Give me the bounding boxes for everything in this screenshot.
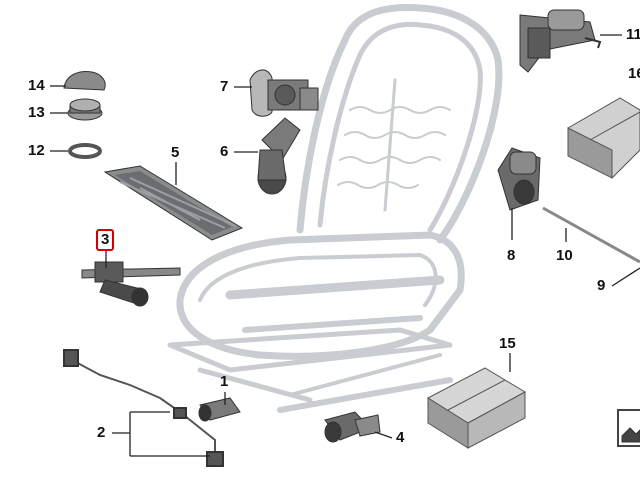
side-motor-part-8 — [497, 147, 541, 211]
kit-box-part-15 — [426, 367, 527, 449]
callout-5: 5 — [171, 144, 180, 161]
housing-part-13 — [67, 98, 103, 121]
callout-1: 1 — [220, 373, 229, 390]
leader-2 — [112, 411, 210, 457]
callout-8: 8 — [507, 247, 516, 264]
height-drive-part-3 — [81, 261, 181, 307]
leader-4 — [374, 431, 393, 439]
ring-part-12 — [68, 143, 102, 159]
recliner-part-7 — [249, 69, 319, 117]
callout-13: 13 — [28, 104, 45, 121]
doc-icon — [617, 409, 640, 447]
callout-6: 6 — [220, 143, 229, 160]
kit-box-part-16 — [567, 97, 640, 179]
callout-10: 10 — [556, 247, 573, 264]
fore-aft-drive-part-4 — [324, 411, 381, 443]
leader-lines — [50, 34, 640, 457]
callout-12: 12 — [28, 142, 45, 159]
callout-3: 3 — [96, 229, 115, 251]
small-motor-part-1 — [198, 397, 241, 422]
seat-frame — [167, 3, 503, 413]
callout-2: 2 — [97, 424, 106, 441]
backrest-drive-part-6 — [257, 117, 301, 195]
parts — [63, 9, 640, 467]
callout-4: 4 — [396, 429, 405, 446]
callout-9: 9 — [597, 277, 606, 294]
seat-pan-part-5 — [103, 165, 244, 241]
callout-15: 15 — [499, 335, 516, 352]
headrest-drive-part-11 — [519, 9, 602, 73]
rod-part-10 — [542, 206, 640, 264]
cap-part-14 — [63, 71, 106, 91]
callout-7: 7 — [220, 78, 229, 95]
leader-9 — [611, 267, 640, 287]
harness-part-2 — [63, 349, 224, 467]
callout-11: 11 — [626, 26, 640, 43]
callout-16: 16 — [628, 65, 640, 82]
callout-14: 14 — [28, 77, 45, 94]
